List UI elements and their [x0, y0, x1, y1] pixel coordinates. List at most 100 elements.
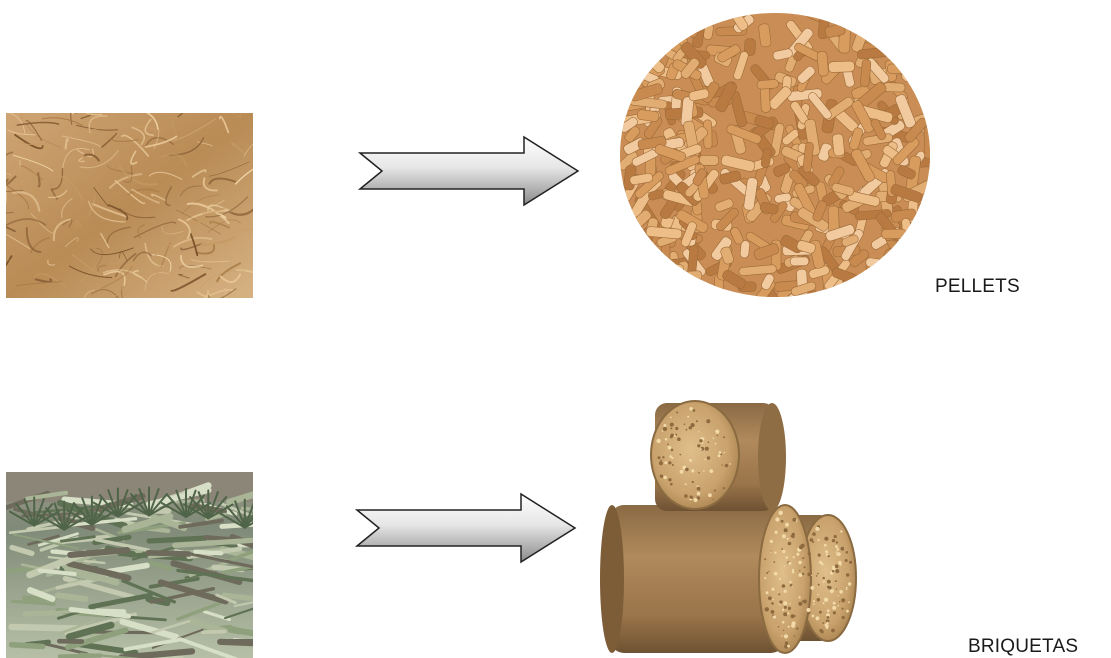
briquette-speckle: [715, 430, 719, 434]
briquette-speckle: [779, 578, 781, 580]
pellet: [671, 10, 690, 23]
briquette-speckle: [796, 627, 798, 629]
briquette-speckle: [832, 570, 834, 572]
pellet: [920, 244, 935, 264]
briquette-speckle: [838, 561, 842, 565]
briquette-speckle: [664, 461, 667, 464]
briquette-speckle: [808, 552, 811, 555]
pellet: [864, 284, 889, 300]
pellets-label: PELLETS: [935, 276, 1020, 298]
agave-leaf: [195, 552, 221, 554]
pellet: [760, 85, 770, 112]
pellet: [896, 263, 908, 289]
briquette-speckle: [670, 483, 673, 486]
briquette-speckle: [659, 461, 663, 465]
pellet: [663, 20, 682, 39]
pellet: [639, 266, 661, 283]
agave-leaf: [203, 632, 225, 633]
pellet: [934, 59, 935, 93]
pellet: [658, 18, 680, 44]
briquette-speckle: [713, 438, 715, 440]
pellet: [880, 15, 893, 47]
pellet: [645, 252, 656, 285]
briquette-speckle: [837, 548, 840, 551]
briquette-speckle: [824, 598, 828, 602]
pellet: [663, 10, 689, 28]
briquette-speckle: [836, 588, 837, 589]
briquette-speckle: [788, 562, 791, 565]
briquette-speckle: [680, 470, 684, 474]
briquette-speckle: [771, 602, 774, 605]
briquette-speckle: [838, 605, 840, 607]
briquette-speckle: [791, 614, 795, 618]
briquette-speckle: [663, 427, 667, 431]
briquette-speckle: [693, 409, 696, 412]
briquette-speckle: [783, 601, 787, 605]
briquette-speckle: [779, 600, 782, 603]
pellet: [928, 69, 935, 106]
briquette-speckle: [656, 439, 660, 443]
briquette-speckle: [698, 431, 699, 432]
briquette-speckle: [660, 475, 663, 478]
pellet: [620, 54, 647, 73]
pellet: [914, 15, 935, 43]
agave-leaf: [58, 595, 86, 599]
pellet: [639, 53, 651, 88]
briquette-speckle: [836, 541, 838, 543]
pellet: [617, 238, 649, 251]
briquette-speckle: [846, 551, 849, 554]
briquette-speckle: [691, 469, 694, 472]
briquette-speckle: [782, 621, 785, 624]
briquette-speckle: [773, 615, 776, 618]
briquette-speckle: [662, 431, 663, 432]
briquette-speckle: [698, 472, 700, 474]
briquette-speckle: [686, 429, 688, 431]
pellet: [923, 232, 935, 266]
briquette-speckle: [804, 566, 806, 568]
pellet: [895, 41, 907, 59]
pellet: [649, 277, 677, 300]
pellet: [627, 245, 644, 283]
briquette-speckle: [818, 554, 821, 557]
pellet: [887, 64, 923, 75]
briquette-speckle: [725, 464, 728, 467]
briquette-speckle: [670, 435, 673, 438]
briquette-speckle: [699, 439, 702, 442]
pellet: [928, 69, 935, 99]
briquette-speckle: [792, 569, 795, 572]
pellet: [624, 232, 633, 253]
briquette-speckle: [784, 606, 787, 609]
briquette-speckle: [799, 570, 800, 571]
pellet: [927, 28, 935, 52]
briquette-speckle: [781, 635, 783, 637]
briquette-speckle: [708, 493, 712, 497]
briquette-speckle: [671, 449, 674, 452]
briquette-speckle: [784, 565, 785, 566]
briquette-speckle: [693, 498, 697, 502]
briquette-speckle: [719, 451, 722, 454]
briquette-speckle: [796, 553, 799, 556]
briquette-speckle: [841, 547, 845, 551]
pellet: [723, 295, 741, 300]
briquette-speckle: [827, 580, 831, 584]
pellet: [888, 259, 919, 295]
pellet: [933, 10, 935, 30]
briquette-speckle: [705, 447, 709, 451]
briquette-speckle: [684, 423, 686, 425]
pellet: [673, 281, 710, 299]
briquette-speckle: [835, 580, 837, 582]
briquette-speckle: [835, 545, 838, 548]
pellet: [871, 267, 903, 293]
pellet: [924, 224, 935, 244]
pellet: [904, 280, 925, 300]
briquette-speckle: [833, 611, 836, 614]
pellet: [882, 229, 907, 239]
briquette-speckle: [771, 588, 774, 591]
briquette-speckle: [849, 561, 852, 564]
briquette-speckle: [672, 464, 674, 466]
briquette-speckle: [690, 496, 693, 499]
briquette-speckle: [689, 407, 693, 411]
briquette-speckle: [668, 461, 671, 464]
briquette-speckle: [670, 423, 674, 427]
briquette-speckle: [835, 564, 839, 568]
